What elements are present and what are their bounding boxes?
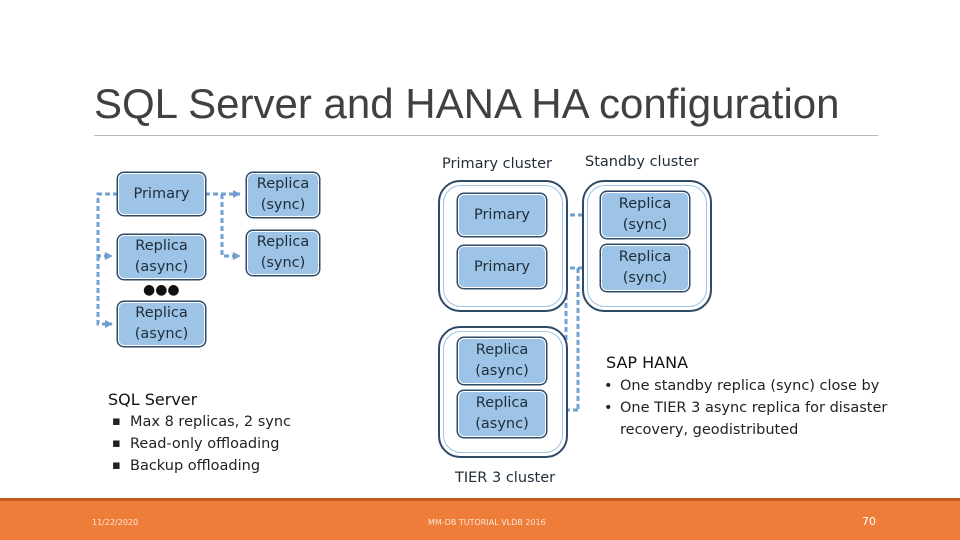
replica-async-box-1: Replica (async) — [118, 235, 205, 279]
hana-primary-box-2: Primary — [458, 246, 546, 288]
footer-center-text: MM-DB TUTORIAL VLDB 2016 — [428, 518, 546, 527]
bullet-item: One standby replica (sync) close by — [602, 375, 902, 397]
sql-server-bullets: Max 8 replicas, 2 sync Read-only offload… — [112, 411, 352, 477]
replica-sync-box-1: Replica (sync) — [247, 173, 319, 217]
tier3-cluster-label: TIER 3 cluster — [455, 470, 556, 486]
footer-date: 11/22/2020 — [92, 518, 139, 527]
hana-standby-box-1: Replica (sync) — [601, 192, 689, 238]
footer-accent-line — [0, 498, 960, 501]
hana-tier3-box-2: Replica (async) — [458, 391, 546, 437]
page-number: 70 — [862, 515, 876, 528]
bullet-item: Backup offloading — [112, 455, 352, 477]
bullet-item: Max 8 replicas, 2 sync — [112, 411, 352, 433]
sql-server-heading: SQL Server — [108, 390, 198, 409]
bullet-item: Read-only offloading — [112, 433, 352, 455]
slide-title: SQL Server and HANA HA configuration — [94, 80, 840, 127]
bullet-item: One TIER 3 async replica for disaster re… — [602, 397, 902, 441]
footer-bar — [0, 498, 960, 540]
primary-box: Primary — [118, 173, 205, 215]
hana-primary-box-1: Primary — [458, 194, 546, 236]
standby-cluster-label: Standby cluster — [585, 154, 699, 170]
title-divider — [94, 135, 878, 136]
replica-async-box-2: Replica (async) — [118, 302, 205, 346]
hana-standby-box-2: Replica (sync) — [601, 245, 689, 291]
ellipsis-dots: ●●● — [143, 282, 180, 298]
sap-hana-heading: SAP HANA — [606, 353, 689, 372]
sap-hana-bullets: One standby replica (sync) close by One … — [602, 375, 902, 441]
replica-sync-box-2: Replica (sync) — [247, 231, 319, 275]
primary-cluster-label: Primary cluster — [442, 156, 552, 172]
hana-tier3-box-1: Replica (async) — [458, 338, 546, 384]
